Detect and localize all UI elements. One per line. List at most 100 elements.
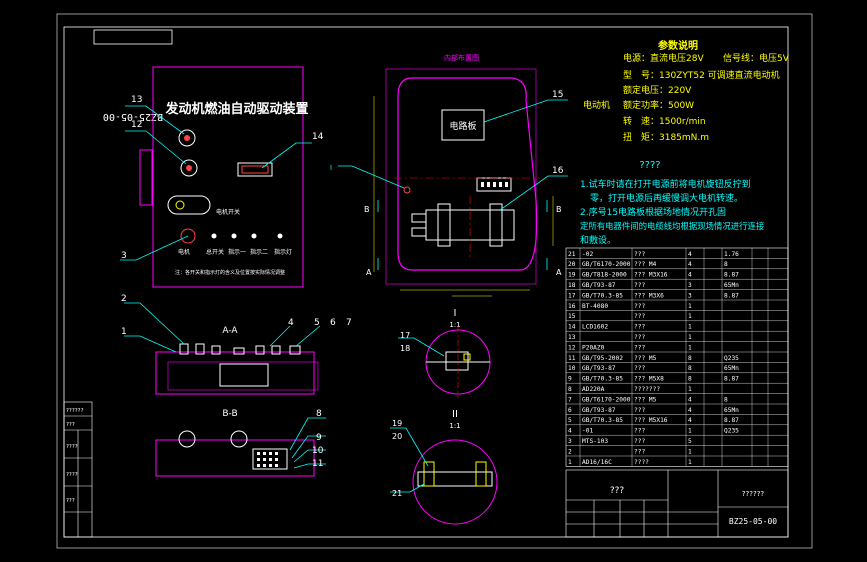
bom-cell: LCD1602 (582, 324, 608, 331)
drawing-code-box: BZ25-05-00 (93, 29, 173, 122)
motor-switch-label: 电机开关 (216, 208, 240, 216)
callout-10: 10 (312, 446, 324, 456)
bom-cell: 4 (688, 396, 692, 403)
bom-cell: GB/T6170-2000 (582, 261, 631, 268)
bom-cell: MTS-103 (582, 438, 608, 445)
inner-layout-view: 内部布置图 电路板 (330, 53, 562, 297)
bom-cell: 13 (568, 334, 576, 341)
bom-cell: ??????? (634, 386, 660, 393)
bom-cell: ???? (634, 459, 649, 466)
device-title: 发动机燃油自动驱动装置 (164, 101, 308, 117)
bb-knob-left (178, 430, 196, 448)
bom-cell: ??? M3X6 (634, 292, 664, 299)
bom-cell: ??? (634, 428, 645, 435)
params-motor-label: 电动机 (583, 99, 610, 111)
indicator-label-row: 电机 总开关 指示一 指示二 指示灯 (178, 248, 292, 256)
callout-3: 3 (121, 251, 127, 261)
switch-knob (175, 200, 185, 210)
bom-cell: 16 (568, 303, 576, 310)
bom-cell: -01 (582, 428, 593, 435)
indicator-label: 指示二 (250, 248, 268, 256)
front-panel: 发动机燃油自动驱动装置 电机开关 电机 总开关 指示一 指示二 指示灯 注：各开… (139, 66, 309, 288)
callout-1: 1 (121, 327, 127, 337)
bom-cell: BT-4080 (582, 303, 608, 310)
detail-II-view: II 1:1 (412, 409, 498, 525)
bom-cell: 1 (688, 428, 692, 435)
inner-view-title: 内部布置图 (444, 53, 479, 62)
bom-cell: ??? M5 (634, 396, 657, 403)
note-line: 1.试车时请在打开电源前将电机旋钮反拧到 (580, 178, 751, 190)
bom-cell: 4 (568, 428, 572, 435)
motor-mount (489, 203, 503, 247)
params-signal: 信号线：电压5V (723, 52, 790, 64)
section-mark-A-left: A (366, 268, 372, 277)
left-col-text: ??? (66, 422, 75, 428)
bom-row: 15???1 (568, 313, 692, 320)
bom-cell: ??? (634, 344, 645, 351)
aa-components (179, 343, 301, 355)
front-panel-callout-labels: 13 12 3 14 (121, 95, 324, 261)
indicator-label: 指示灯 (274, 248, 292, 256)
bom-cell: 3 (568, 438, 572, 445)
view-bb-title: B-B (222, 409, 237, 419)
bom-cell: ??? (634, 407, 645, 414)
bom-cell: 17 (568, 292, 576, 299)
bom-cell: GB/T818-2000 (582, 272, 627, 279)
knob-13 (178, 129, 196, 147)
title-block (565, 469, 789, 538)
bom-cell: 1 (568, 459, 572, 466)
aa-callouts (124, 302, 321, 353)
left-col-text: ??? (66, 498, 75, 504)
callout-17: 17 (400, 331, 410, 340)
detail-II-callouts (390, 427, 429, 493)
detail-I-label: I (454, 308, 457, 319)
left-col-text: ?????? (66, 408, 84, 414)
callout-14: 14 (312, 132, 324, 142)
power-button-icon (180, 228, 196, 244)
bb-callouts (289, 417, 326, 469)
bom-cell: 4 (688, 407, 692, 414)
section-mark-B-left: B (364, 205, 370, 214)
bom-cell: Q235 (724, 428, 739, 435)
bom-cell: 1 (688, 448, 692, 455)
bom-cell: 21 (568, 251, 576, 258)
bom-row: 2???1 (568, 448, 692, 455)
params-motor-speed: 转 速：1500r/min (623, 115, 706, 127)
knob-13-center (184, 135, 190, 141)
bom-cell: ??? M5 (634, 355, 657, 362)
bom-row: 13???1 (568, 334, 692, 341)
bom-cell: ??? M5X16 (634, 417, 668, 424)
bom-cell: 15 (568, 313, 576, 320)
bom-cell: ??? (634, 365, 645, 372)
bom-row: 4 -01??? 1 Q235 (568, 428, 739, 435)
bom-cell: GB/T70.3-85 (582, 376, 623, 383)
bom-cell: -02 (582, 251, 593, 258)
bom-cell: 1 (688, 334, 692, 341)
bom-cell: 1 (688, 459, 692, 466)
callout-4: 4 (288, 318, 294, 328)
circuit-board (441, 109, 485, 141)
section-bb-view: B-B (155, 409, 315, 477)
terminal-pins (481, 182, 508, 187)
detail-I-view: I 1:1 (425, 308, 491, 398)
callout-16: 16 (552, 166, 564, 176)
bom-cell: ??? (634, 324, 645, 331)
callout-19: 19 (392, 419, 402, 428)
toggle-switches (211, 233, 283, 239)
bom-cell: 8 (688, 376, 692, 383)
callout-2: 2 (121, 294, 127, 304)
bom-cell: 8.87 (724, 417, 739, 424)
params-motor-power: 额定功率：500W (623, 99, 694, 111)
bom-cell: 18 (568, 282, 576, 289)
params-motor-model: 型 号：130ZYT52 可调速直流电动机 (623, 69, 780, 81)
bom-cell: 9 (568, 376, 572, 383)
